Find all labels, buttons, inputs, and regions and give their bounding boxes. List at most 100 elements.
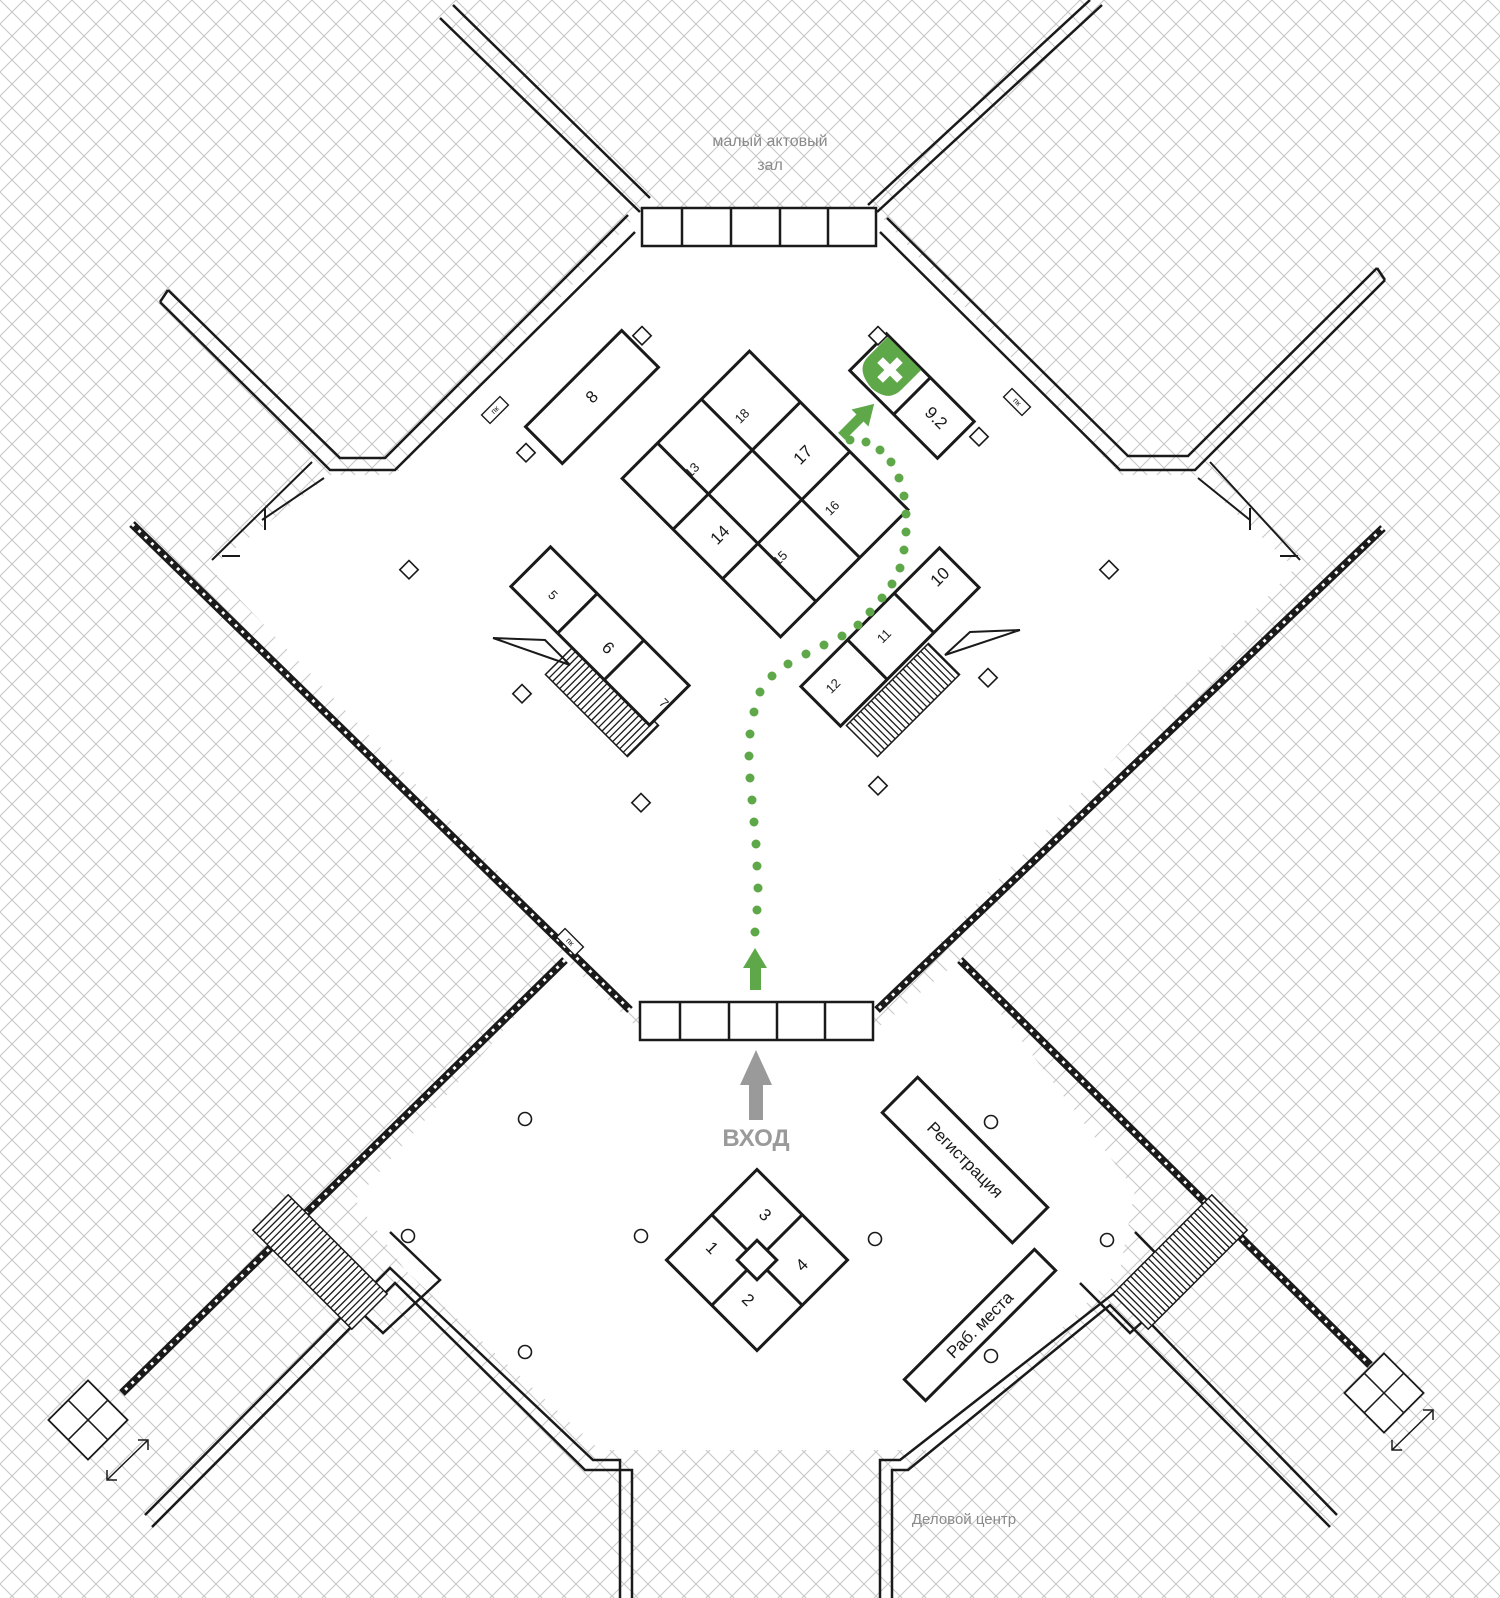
stair-tread <box>277 1219 314 1256</box>
route-dot <box>875 445 885 455</box>
double-arrow-icon <box>106 1439 149 1481</box>
stair-tread <box>1183 1222 1220 1259</box>
stair-tread <box>1161 1243 1199 1281</box>
fire-cabinet-bottom: пк <box>555 927 585 957</box>
route-dot <box>755 687 765 697</box>
stairs-left-inner-ramp <box>492 637 571 666</box>
route-dot <box>745 773 755 783</box>
route-dot <box>865 607 875 617</box>
stair-tread <box>626 724 659 757</box>
route-dot <box>751 839 761 849</box>
stair-tread <box>301 1243 339 1281</box>
lower-columns <box>400 1111 1115 1364</box>
stair-tread <box>330 1272 367 1309</box>
stair-tread <box>1137 1268 1174 1305</box>
stair-tread <box>319 1261 356 1298</box>
exit-box-right <box>1343 1352 1425 1434</box>
upper-columns <box>398 325 1120 814</box>
stair-tread <box>294 1236 332 1274</box>
stair-tread <box>326 1268 363 1305</box>
stairs-lower-left <box>251 1193 389 1331</box>
cross-shield-icon[interactable] <box>854 336 922 404</box>
stair-tread <box>863 707 896 740</box>
stair-tread <box>891 679 924 712</box>
stair-tread <box>1130 1275 1167 1312</box>
fire-cabinet-left: пк <box>480 395 510 425</box>
stair-tread <box>1119 1286 1156 1323</box>
route-dot <box>747 795 757 805</box>
stair-tread <box>333 1275 370 1312</box>
stair-tread <box>874 696 907 729</box>
route-dot <box>886 457 896 467</box>
stair-tread <box>287 1229 324 1266</box>
booths-10-12 <box>798 545 982 729</box>
route-dot <box>744 751 754 761</box>
route-dot <box>752 905 762 915</box>
stairs-right-inner-ramp <box>944 629 1021 656</box>
stair-tread <box>1179 1226 1216 1263</box>
route-dot <box>853 620 863 630</box>
stair-tread <box>1193 1212 1230 1249</box>
stair-tread <box>316 1258 353 1295</box>
route-dot <box>819 640 829 650</box>
stair-tread <box>305 1247 342 1284</box>
stair-tread <box>262 1204 300 1242</box>
stair-tread <box>291 1233 328 1270</box>
stair-tread <box>1172 1233 1209 1270</box>
booth-cluster-13-18 <box>620 349 910 639</box>
stair-tread <box>1176 1229 1213 1266</box>
business-center-label: Деловой центр <box>912 1511 1016 1528</box>
route-path <box>744 435 911 937</box>
booth-8[interactable]: 8 <box>523 328 661 466</box>
stair-tread <box>266 1208 303 1245</box>
stairs-lower-right <box>1111 1193 1249 1331</box>
route-dot <box>895 563 905 573</box>
stair-tread <box>270 1212 307 1249</box>
stair-tread <box>273 1215 310 1252</box>
route-dot <box>877 593 887 603</box>
stair-tread <box>888 682 921 715</box>
route-dot <box>753 883 763 893</box>
stair-tread <box>298 1240 335 1277</box>
stair-tread <box>1158 1247 1195 1284</box>
stair-tread <box>1200 1204 1238 1242</box>
side-door-left <box>211 461 325 561</box>
stair-tread <box>867 703 900 736</box>
route-dot <box>887 579 897 589</box>
route-dot <box>837 631 847 641</box>
stair-tread <box>280 1222 317 1259</box>
stair-tread <box>1186 1219 1223 1256</box>
stair-tread <box>255 1197 293 1235</box>
route-dot <box>750 927 760 937</box>
stair-tread <box>860 710 893 743</box>
stair-tread <box>1144 1261 1181 1298</box>
stair-tread <box>1165 1240 1202 1277</box>
stair-tread <box>1147 1258 1184 1295</box>
stair-tread <box>849 721 882 754</box>
stair-tread <box>902 668 935 701</box>
stair-tread <box>1197 1208 1234 1245</box>
fire-cabinet-right: пк <box>1002 387 1032 417</box>
route-dot <box>899 491 909 501</box>
route-dot <box>749 817 759 827</box>
route-dot <box>861 437 871 447</box>
small-hall-label-line1: малый актовый <box>712 133 827 150</box>
route-dot <box>752 861 762 871</box>
small-hall-doors <box>640 206 878 248</box>
stair-tread <box>920 650 953 683</box>
stair-tread <box>1133 1272 1170 1309</box>
route-dot <box>767 671 777 681</box>
arrow-up-icon <box>743 948 767 990</box>
stair-tread <box>1207 1197 1245 1235</box>
stair-tread <box>1154 1250 1192 1288</box>
route-dot <box>801 649 811 659</box>
stair-tread <box>884 686 917 719</box>
route-dot <box>901 509 911 519</box>
entrance-doors <box>638 1000 875 1042</box>
stair-tread <box>344 1286 381 1323</box>
stair-tread <box>927 643 960 676</box>
arrow-up-icon <box>838 403 875 440</box>
stair-tread <box>1126 1279 1163 1316</box>
upper-hall-hatched-walls <box>129 521 1386 1013</box>
stair-tread <box>284 1226 321 1263</box>
